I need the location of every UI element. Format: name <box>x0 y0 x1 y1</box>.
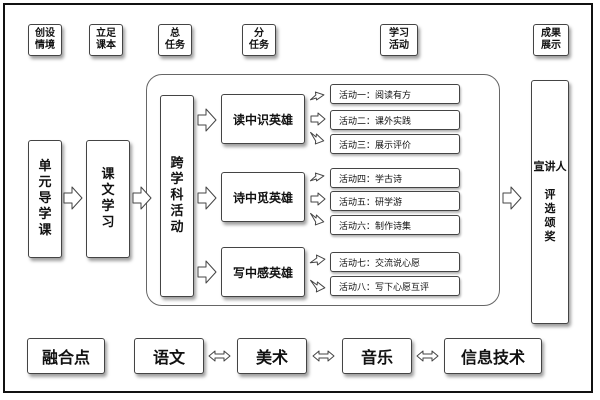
activity-5: 活动五：研学游 <box>330 191 460 211</box>
result-display-box: 宣讲人 评 选 颂 奖 <box>531 80 569 324</box>
text-study: 课 文 学 习 <box>86 140 130 258</box>
activity-2: 活动二：课外实践 <box>330 110 460 130</box>
header-base-textbook: 立足 课本 <box>89 24 123 56</box>
activity-1: 活动一：阅读有方 <box>330 84 460 104</box>
header-main-task: 总 任务 <box>158 24 192 56</box>
activity-8: 活动八：写下心愿互评 <box>330 276 460 296</box>
activity-6: 活动六：制作诗集 <box>330 215 460 235</box>
subject-music: 音乐 <box>342 338 412 374</box>
activity-7: 活动七：交流说心愿 <box>330 252 460 272</box>
unit-guide-lesson: 单 元 导 学 课 <box>28 140 62 258</box>
subject-chinese: 语文 <box>134 338 204 374</box>
subject-art: 美术 <box>237 338 307 374</box>
header-learning-activity: 学习 活动 <box>380 24 418 56</box>
header-create-situation: 创设 情境 <box>28 24 62 56</box>
header-sub-task: 分 任务 <box>242 24 276 56</box>
header-result-display: 成果 展示 <box>533 24 569 56</box>
hero-task-reading: 读中识英雄 <box>221 94 305 144</box>
hero-task-poetry: 诗中觅英雄 <box>221 172 305 222</box>
activity-4: 活动四：学古诗 <box>330 168 460 188</box>
cross-subject-activity: 跨 学 科 活 动 <box>160 95 194 297</box>
subject-it: 信息技术 <box>444 338 542 374</box>
hero-task-writing: 写中感英雄 <box>221 247 305 297</box>
activity-3: 活动三：展示评价 <box>330 134 460 154</box>
fusion-point-label: 融合点 <box>27 338 105 374</box>
